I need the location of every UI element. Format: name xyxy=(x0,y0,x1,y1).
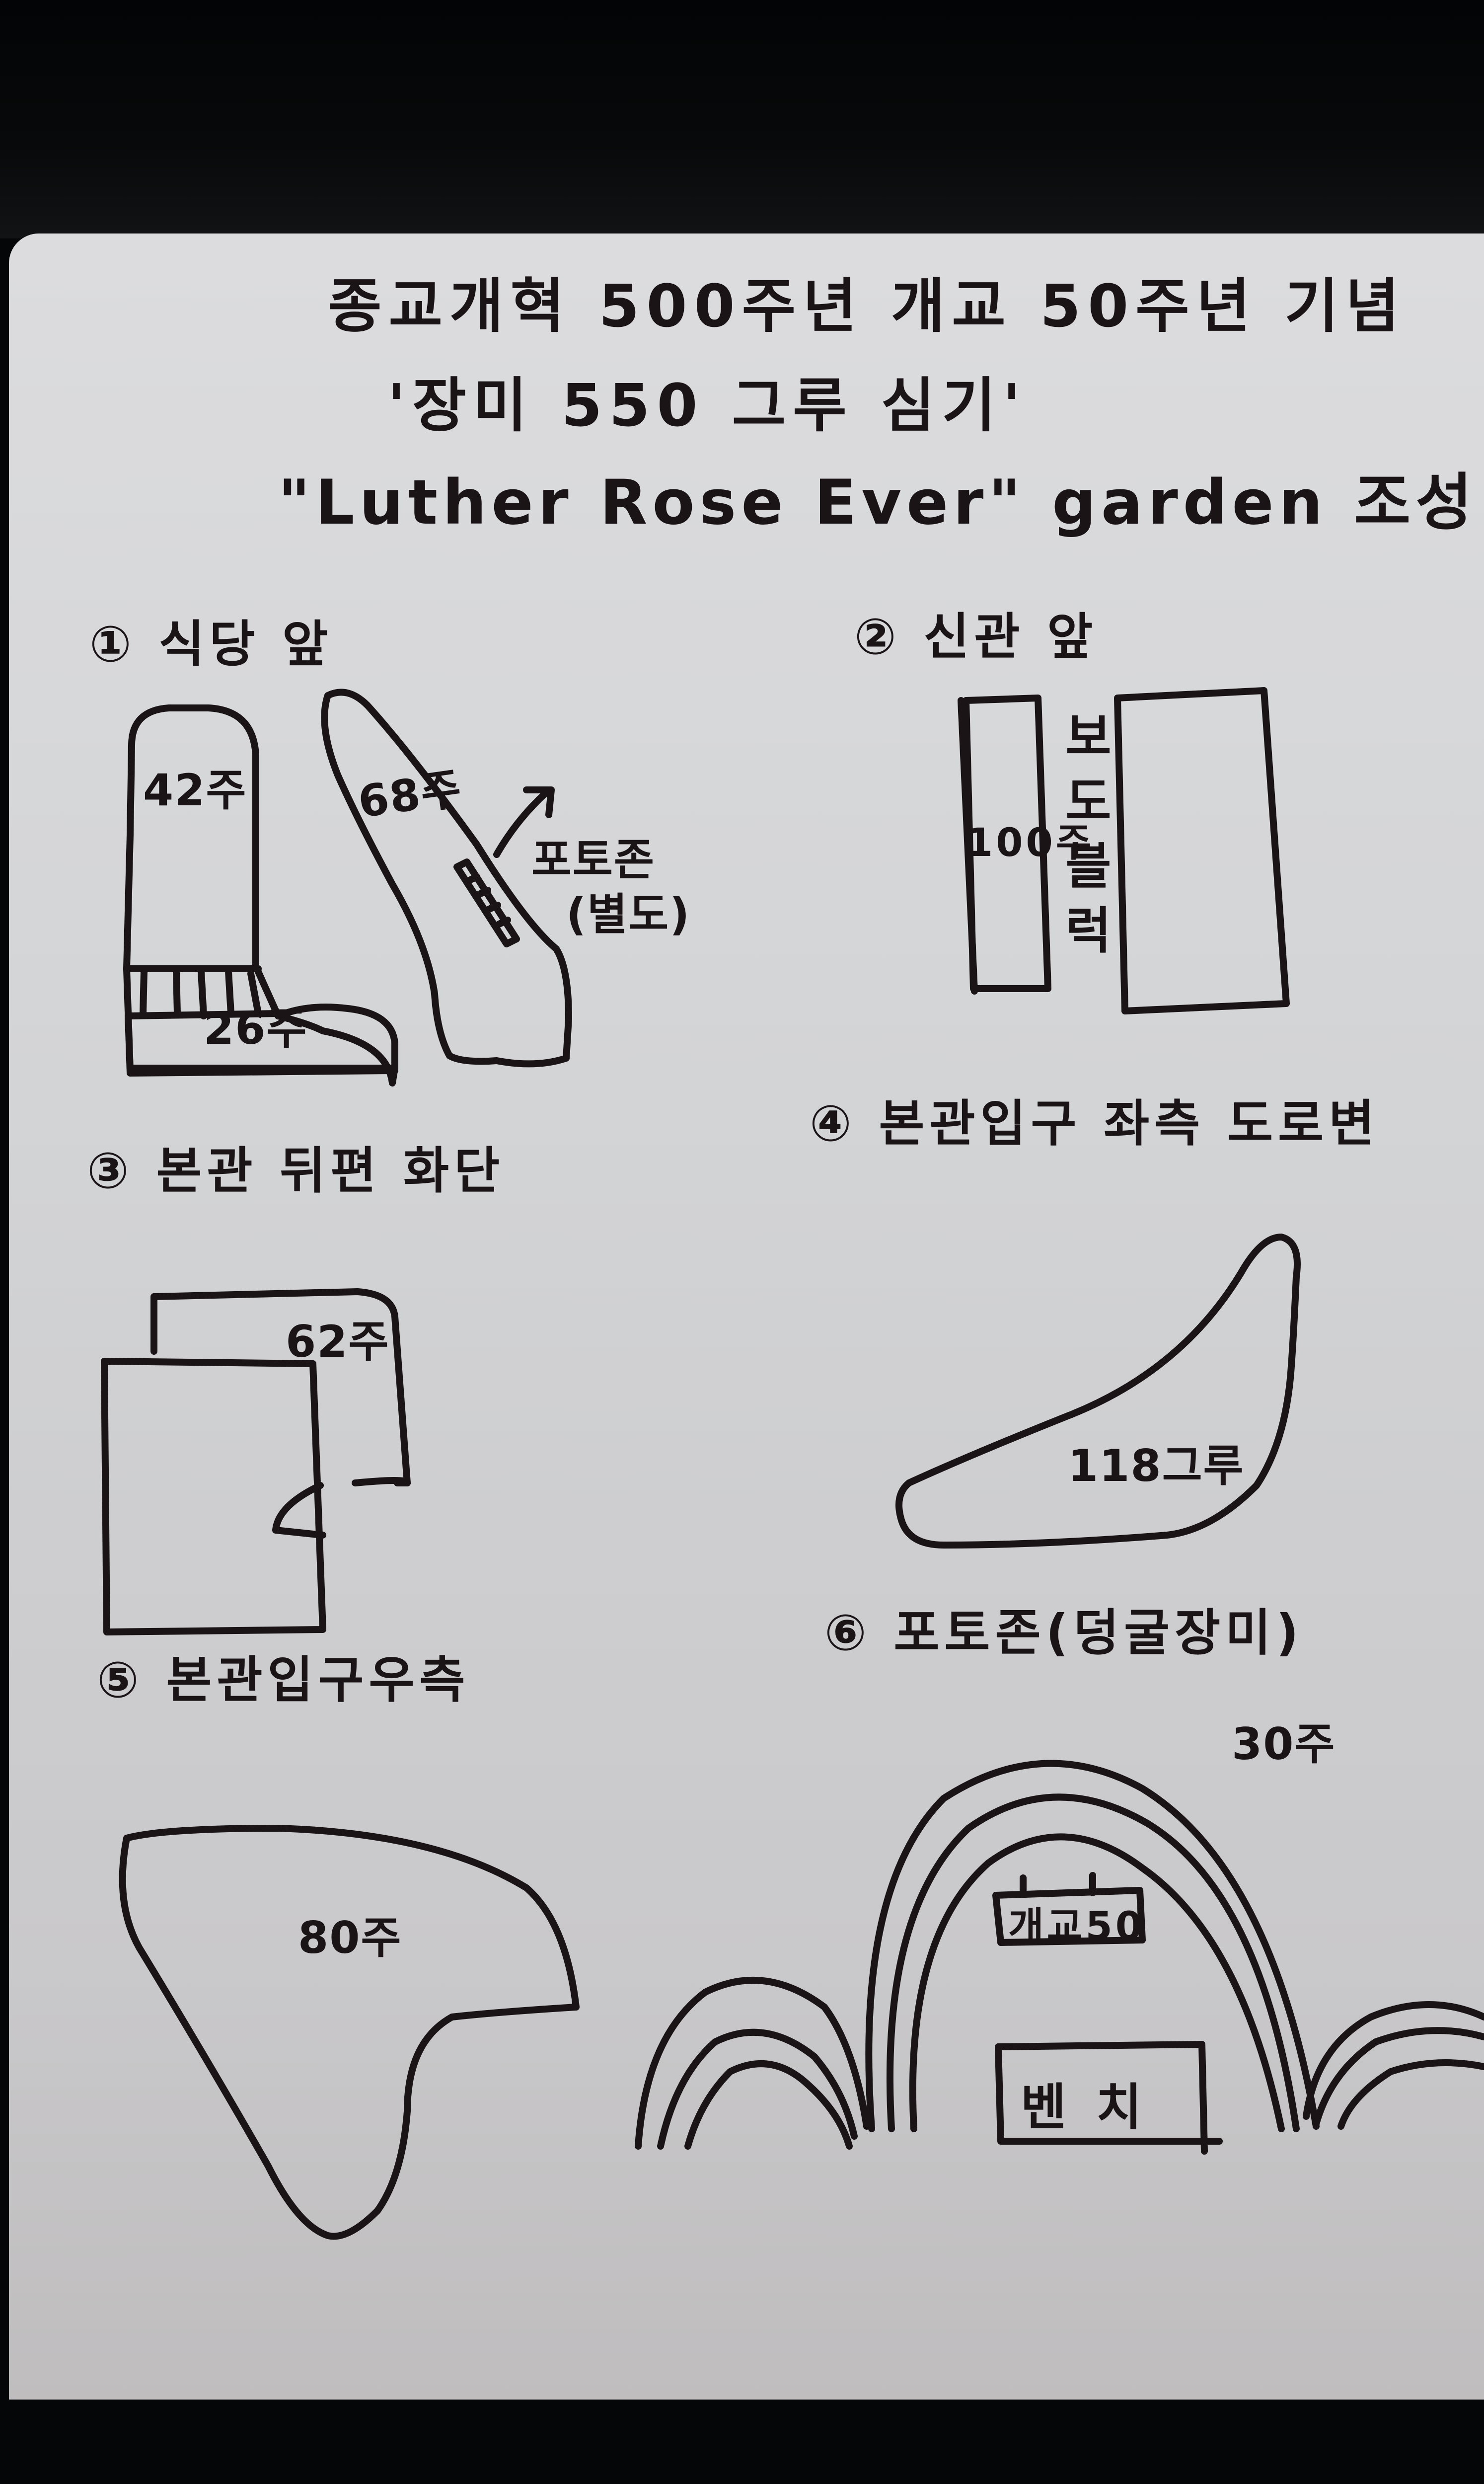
section-3-heading: ③ 본관 뒤편 화단 xyxy=(87,1142,505,1200)
area-label-80: 80주 xyxy=(298,1912,402,1963)
sidewalk-block-label: 보도블럭 xyxy=(1055,710,1113,969)
dark-desk-background xyxy=(0,0,1484,238)
photo-zone-label: 포토존 xyxy=(531,834,655,885)
section-4-bed xyxy=(895,1234,1301,1549)
bench-label: 벤치 xyxy=(1021,2078,1172,2136)
photo-zone-note: (별도) xyxy=(566,889,691,940)
title-line-1: 종교개혁 500주년 개교 50주년 기념 xyxy=(328,272,1407,340)
section-6-arches xyxy=(635,1760,1484,2155)
title-line-2: '장미 550 그루 심기' xyxy=(387,371,1028,440)
section-1-left-bed xyxy=(123,704,398,1087)
area-label-118: 118그루 xyxy=(1068,1440,1245,1491)
title-line-3: "Luther Rose Ever" garden 조성 xyxy=(278,467,1478,539)
section-1-right-bed xyxy=(321,689,572,1068)
area-label-62: 62주 xyxy=(286,1316,390,1367)
section-3-beds xyxy=(101,1288,411,1635)
section-4-heading: ④ 본관입구 좌측 도로변 xyxy=(810,1094,1380,1153)
section-1-heading: ① 식당 앞 xyxy=(89,615,333,673)
section-2-beds xyxy=(958,687,1290,1014)
sign-label-50th: 개교50 xyxy=(1008,1904,1146,1949)
area-label-42: 42주 xyxy=(143,765,247,816)
area-label-100: 100주 xyxy=(966,821,1095,865)
section-2-heading: ② 신관 앞 xyxy=(854,608,1098,666)
paper-sheet xyxy=(9,233,1484,2400)
section-5-bed xyxy=(119,1825,580,2240)
area-label-30: 30주 xyxy=(1232,1718,1336,1770)
section-6-heading: ⑥ 포토존(덩굴장미) xyxy=(824,1604,1304,1662)
area-label-26: 26주 xyxy=(204,1003,308,1054)
section-5-heading: ⑤ 본관입구우측 xyxy=(97,1651,470,1709)
